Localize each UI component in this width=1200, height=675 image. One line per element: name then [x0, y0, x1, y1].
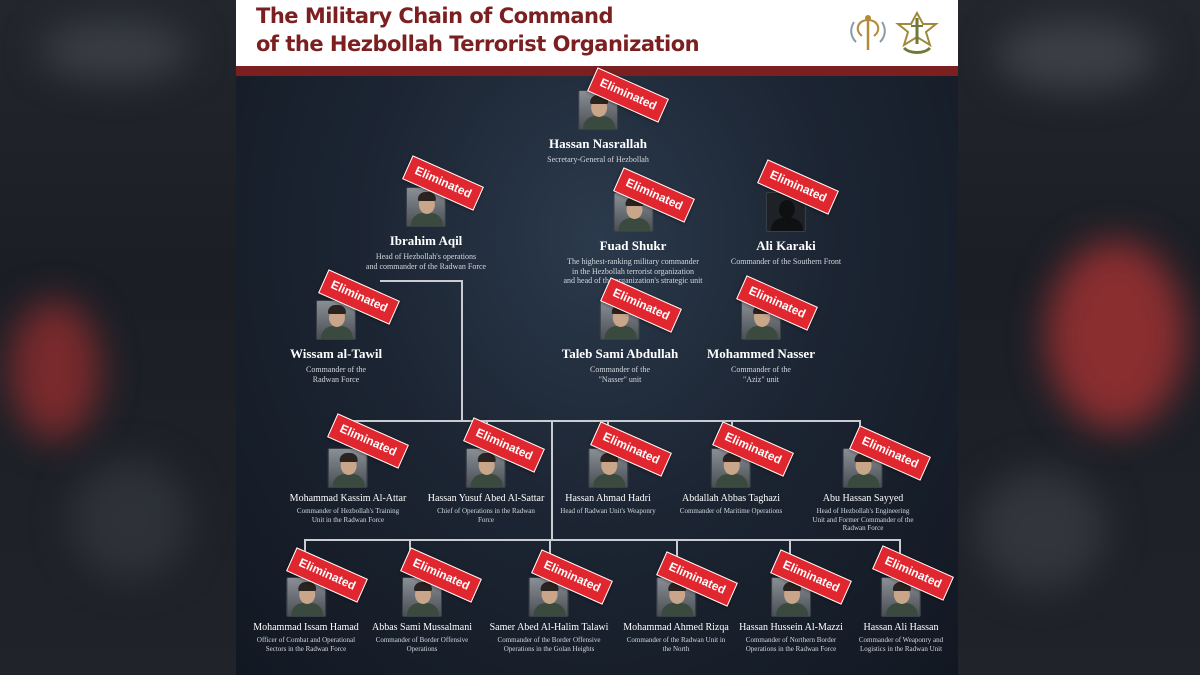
person-role: Commander of Maritime Operations: [679, 507, 783, 515]
person-hassan-ahmad-hadri: Hassan Ahmad Hadri Head of Radwan Unit's…: [560, 448, 656, 516]
org-chart-card: The Military Chain of Command of the Hez…: [236, 0, 958, 675]
blurred-left-panel: [0, 0, 236, 675]
person-hassan-ali-hassan: Hassan Ali Hassan Commander of Weaponry …: [859, 577, 943, 653]
chart-title-line-1: The Military Chain of Command: [256, 4, 614, 28]
blurred-right-panel: [956, 0, 1200, 675]
person-name: Ali Karaki: [756, 238, 816, 253]
person-name: Hassan Ahmad Hadri: [565, 493, 651, 504]
person-role: Commander of the"Aziz" unit: [731, 365, 791, 384]
person-name: Mohammed Nasser: [707, 346, 815, 361]
intelligence-emblem-icon: [850, 15, 886, 50]
person-role: Head of Radwan Unit's Weaponry: [560, 507, 656, 515]
person-fuad-shukr: Fuad Shukr The highest-ranking military …: [563, 192, 703, 286]
person-role: Commander of the"Nasser" unit: [590, 365, 650, 384]
chart-title-line-2: of the Hezbollah Terrorist Organization: [256, 32, 700, 56]
connector: [380, 280, 462, 282]
chart-header: The Military Chain of Command of the Hez…: [236, 0, 958, 66]
person-name: Mohammad Ahmed Rizqa: [623, 622, 729, 633]
portrait-photo: [328, 448, 368, 488]
person-name: Hassan Nasrallah: [549, 136, 647, 151]
person-name: Samer Abed Al-Halim Talawi: [489, 622, 609, 633]
person-hassan-nasrallah: Hassan Nasrallah Secretary-General of He…: [547, 90, 649, 165]
person-name: Ibrahim Aqil: [389, 233, 463, 248]
portrait-photo: [588, 448, 628, 488]
person-name: Hassan Yusuf Abed Al-Sattar: [427, 493, 545, 504]
idf-emblem-icon: [895, 10, 939, 54]
person-name: Fuad Shukr: [599, 238, 667, 253]
person-role: Commander of the Southern Front: [730, 257, 842, 266]
person-name: Hassan Hussein Al-Mazzi: [739, 622, 843, 633]
connector: [346, 420, 860, 422]
connector: [461, 280, 463, 421]
person-name: Abbas Sami Mussalmani: [372, 622, 472, 633]
connector: [551, 420, 553, 540]
person-mohammad-kassim-al-attar: Mohammad Kassim Al-Attar Commander of He…: [289, 448, 407, 524]
person-name: Abu Hassan Sayyed: [822, 493, 904, 504]
person-name: Abdallah Abbas Taghazi: [682, 493, 780, 504]
person-role: Secretary-General of Hezbollah: [547, 155, 649, 164]
person-name: Mohammad Issam Hamad: [253, 622, 359, 633]
connector: [304, 539, 900, 541]
person-name: Hassan Ali Hassan: [863, 622, 939, 633]
person-name: Taleb Sami Abdullah: [561, 346, 679, 361]
person-name: Mohammad Kassim Al-Attar: [289, 493, 407, 504]
person-name: Wissam al-Tawil: [289, 346, 383, 361]
